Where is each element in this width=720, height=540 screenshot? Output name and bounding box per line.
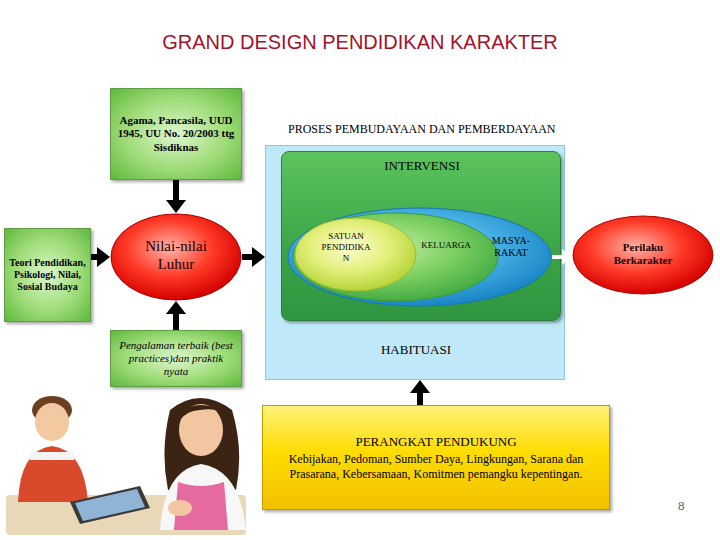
arrow-shaft — [173, 180, 179, 201]
flow-arrow — [166, 301, 186, 330]
tablet-device — [70, 486, 150, 524]
arrow-head — [252, 247, 265, 267]
arrow-shaft — [417, 392, 423, 405]
ellipse-shape — [111, 214, 241, 300]
flow-arrow — [242, 247, 265, 267]
arrow-head — [410, 380, 430, 393]
flow-arrow — [552, 249, 572, 265]
arrow-shaft — [173, 313, 179, 330]
arrow-head — [166, 200, 186, 213]
box-text: Pengalaman terbaik (best practices)dan p… — [116, 339, 236, 379]
node-text-slot: HABITUASI — [266, 342, 566, 358]
theory-box: Teori Pendidikan, Psikologi, Nilai, Sosi… — [4, 228, 91, 322]
girl-figure — [160, 398, 246, 530]
page-number-slot: 8 — [678, 498, 685, 514]
node-text: KELUARGA — [418, 240, 474, 251]
node-text: MASYA- RAKAT — [487, 235, 535, 259]
box-text: Teori Pendidikan, Psikologi, Nilai, Sosi… — [9, 257, 86, 293]
ellipse-shape — [573, 216, 713, 294]
values-ellipse: Nilai-nilai Luhur — [110, 213, 242, 301]
ellipse-shape — [288, 208, 551, 306]
arrow-head — [166, 301, 186, 314]
node-text-slot: Perilaku Berkarakter — [603, 241, 683, 267]
intervention-area: INTERVENSI MASYA- RAKAT KELUARGA SATUAN PEN… — [281, 151, 561, 321]
practice-box: Pengalaman terbaik (best practices)dan p… — [110, 330, 242, 387]
flow-arrow — [410, 380, 430, 405]
outcome-ellipse: Perilaku Berkarakter — [572, 215, 714, 295]
node-text: INTERVENSI — [282, 158, 562, 174]
family-ellipse: KELUARGA SATUAN PENDIDIKA N — [292, 212, 499, 302]
school-ellipse: SATUAN PENDIDIKA N — [294, 217, 417, 292]
node-text-slot: KELUARGA — [418, 240, 474, 251]
node-text: SATUAN PENDIDIKA N — [320, 231, 372, 263]
box-body: Kebijakan, Pedoman, Sumber Daya, Lingkun… — [271, 452, 601, 481]
node-text: Nilai-nilai Luhur — [136, 237, 216, 273]
ellipse-shape — [293, 213, 498, 301]
arrow-head — [562, 249, 572, 265]
node-text-slot: INTERVENSI — [282, 158, 562, 174]
box-text: PERANGKAT PENDUKUNG — [355, 434, 516, 450]
process-panel: PROSES PEMBUDAYAAN DAN PEMBERDAYAANHABIT… — [265, 145, 565, 380]
node-text: HABITUASI — [266, 342, 566, 358]
node-text-slot: PROSES PEMBUDAYAAN DAN PEMBERDAYAAN — [288, 122, 556, 136]
arrow-shaft — [91, 254, 98, 260]
ellipse-outline — [294, 217, 417, 292]
arrow-shaft — [242, 254, 253, 260]
page-number: 8 — [678, 498, 685, 514]
ellipse-shape — [295, 218, 416, 291]
node-text-slot: SATUAN PENDIDIKA N — [320, 231, 372, 263]
box-text: Agama, Pancasila, UUD 1945, UU No. 20/20… — [117, 114, 235, 154]
arrow-shaft — [552, 255, 563, 259]
flow-arrow — [91, 247, 110, 267]
arrow-head — [97, 247, 110, 267]
node-text: PROSES PEMBUDAYAAN DAN PEMBERDAYAAN — [288, 122, 556, 136]
diagram-title: GRAND DESIGN PENDIDIKAN KARAKTER — [0, 30, 720, 54]
flow-arrow — [166, 180, 186, 213]
boy-figure — [18, 396, 88, 502]
support-box: PERANGKAT PENDUKUNG Kebijakan, Pedoman, S… — [262, 405, 610, 510]
source-box: Agama, Pancasila, UUD 1945, UU No. 20/20… — [110, 88, 242, 180]
community-ellipse: MASYA- RAKAT KELUARGA SATUAN PENDIDIKA N — [287, 207, 552, 307]
node-text-slot: Nilai-nilai Luhur — [136, 237, 216, 273]
node-text-slot: MASYA- RAKAT — [487, 235, 535, 259]
students-illustration — [0, 390, 260, 540]
title-text: GRAND DESIGN PENDIDIKAN KARAKTER — [0, 30, 720, 54]
node-text: Perilaku Berkarakter — [603, 241, 683, 267]
